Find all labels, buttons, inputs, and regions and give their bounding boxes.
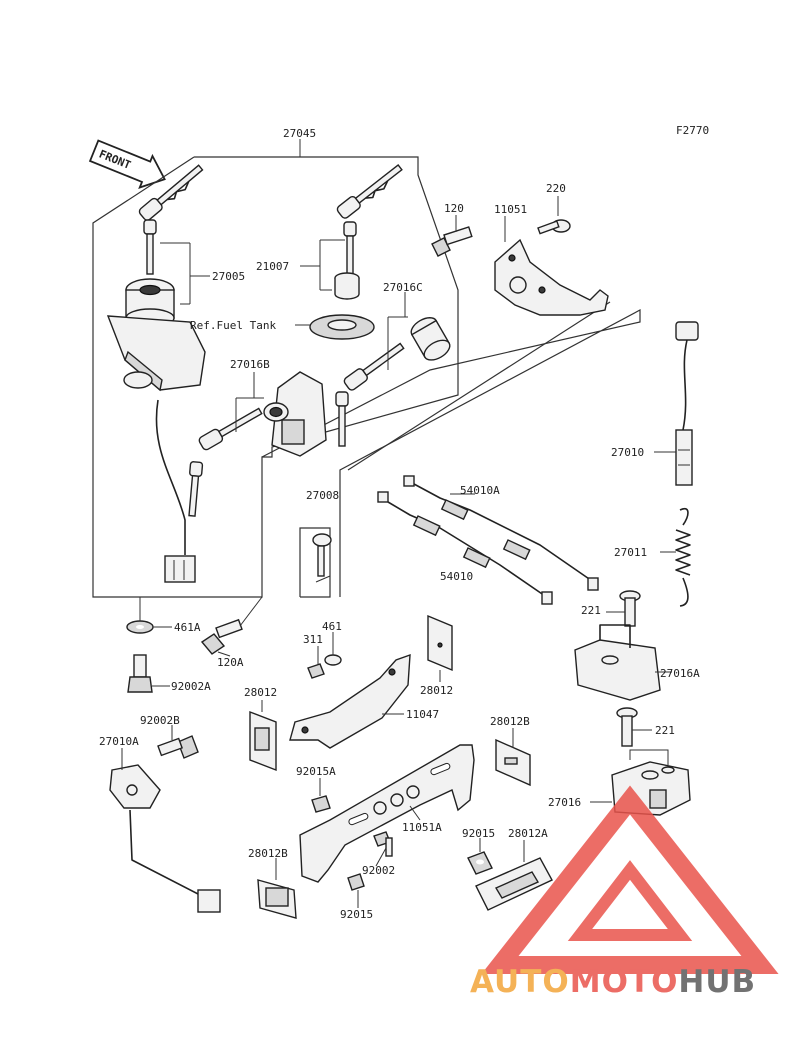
- keyhole-icon: [139, 284, 161, 296]
- screw-220: [537, 196, 571, 235]
- key-blade-icon-3: [335, 391, 349, 447]
- automotohub-watermark: AUTOMOTOHUB: [470, 785, 779, 1000]
- key-icon-2: [336, 164, 403, 219]
- callout-11051A: 11051A: [402, 821, 442, 834]
- callout-54010: 54010: [440, 570, 473, 583]
- key-icon: [138, 164, 204, 221]
- pad-28012B-lower: [257, 858, 297, 919]
- watermark-triangle-icon: [481, 785, 779, 974]
- callout-92002B: 92002B: [140, 714, 180, 727]
- callout-92002A: 92002A: [171, 680, 211, 693]
- lock-27016A: [574, 624, 672, 701]
- callout-92015-lower: 92015: [340, 908, 373, 921]
- bolt-120A: [200, 596, 263, 657]
- key-blade-icon: [143, 219, 157, 275]
- screw-221b: [616, 707, 652, 747]
- watermark-inner-triangle-icon: [567, 860, 693, 941]
- callout-120: 120: [444, 202, 464, 215]
- bracket-11047: [289, 653, 411, 749]
- watermark-hub: HUB: [678, 964, 756, 1000]
- nut-92015A: [311, 778, 331, 813]
- switch-connector-icon-2: [197, 889, 221, 913]
- callout-311: 311: [303, 633, 323, 646]
- bolt-92002B: [157, 725, 199, 759]
- callout-120A: 120A: [217, 656, 244, 669]
- callout-27008: 27008: [306, 489, 339, 502]
- pad-28012A: [475, 840, 553, 911]
- callout-28012A: 28012A: [508, 827, 548, 840]
- callout-54010A: 54010A: [460, 484, 500, 497]
- pad-28012-right: [427, 614, 453, 682]
- front-arrow-icon: [88, 139, 166, 189]
- bolt-92002A: [127, 654, 170, 693]
- callout-92015A: 92015A: [296, 765, 336, 778]
- screw-221a: [606, 590, 641, 627]
- switch-27010A: [109, 748, 221, 913]
- watermark-auto: AUTO: [470, 964, 570, 1000]
- ignition-switch: [106, 278, 206, 583]
- watermark-logo-text: AUTOMOTOHUB: [470, 964, 756, 1000]
- nut-92015-right: [467, 838, 493, 875]
- watermark-moto: MOTO: [570, 964, 679, 1000]
- switch-wire: [155, 399, 186, 555]
- callout-92015-right: 92015: [462, 827, 495, 840]
- callout-27010: 27010: [611, 446, 644, 459]
- front-arrow: FRONT: [88, 139, 166, 189]
- callout-27011: 27011: [614, 546, 647, 559]
- fuel-cap: [295, 272, 375, 340]
- callout-27005: 27005: [212, 270, 245, 283]
- key-blade-icon-2: [343, 221, 357, 277]
- spring-27011: [660, 507, 691, 607]
- callout-28012-right: 28012: [420, 684, 453, 697]
- callout-28012B: 28012B: [490, 715, 530, 728]
- ref-fuel-tank-label: Ref.Fuel Tank: [190, 319, 276, 332]
- callout-28012-left: 28012: [244, 686, 277, 699]
- cable-frame-top: [347, 301, 611, 471]
- callout-27045: 27045: [283, 127, 316, 140]
- callout-221-top: 221: [581, 604, 601, 617]
- callout-27016A: 27016A: [660, 667, 700, 680]
- callout-21007: 21007: [256, 260, 289, 273]
- lock-27016C: [335, 292, 451, 447]
- callout-461A: 461A: [174, 621, 201, 634]
- nut-311: [307, 646, 325, 679]
- pad-28012B: [495, 728, 531, 787]
- bolt-92002: [373, 831, 393, 867]
- callout-27016: 27016: [548, 796, 581, 809]
- nut-92015-lower: [347, 873, 365, 908]
- bolt-120: [431, 215, 473, 257]
- bracket-11051: [494, 216, 609, 316]
- bracket-11051A: [299, 744, 475, 883]
- lock-27016B: [188, 371, 327, 517]
- callout-92002: 92002: [362, 864, 395, 877]
- fuel-cap-key-set: [300, 164, 403, 291]
- cable-54010A: [403, 475, 599, 591]
- washer-461A: [126, 597, 172, 634]
- figure-code: F2770: [676, 124, 709, 137]
- callout-11047: 11047: [406, 708, 439, 721]
- switch-27010: [654, 321, 699, 486]
- switch-connector-icon: [164, 555, 196, 583]
- ignition-key-set: [138, 164, 210, 305]
- key-blade-icon-4: [188, 461, 204, 517]
- callout-28012B-lower: 28012B: [248, 847, 288, 860]
- washer-461: [324, 632, 342, 666]
- keyring-frame: [299, 527, 331, 598]
- key-icon-3: [343, 342, 405, 391]
- cable-frame: [261, 309, 641, 597]
- cable-54010: [377, 491, 553, 605]
- keyring-27008: [312, 533, 332, 583]
- callout-27016C: 27016C: [383, 281, 423, 294]
- callout-221-lower: 221: [655, 724, 675, 737]
- callout-11051: 11051: [494, 203, 527, 216]
- key-icon-4: [198, 407, 263, 451]
- pad-28012-left: [249, 700, 277, 772]
- callout-220: 220: [546, 182, 566, 195]
- callout-27010A: 27010A: [99, 735, 139, 748]
- callout-461: 461: [322, 620, 342, 633]
- callout-27016B: 27016B: [230, 358, 270, 371]
